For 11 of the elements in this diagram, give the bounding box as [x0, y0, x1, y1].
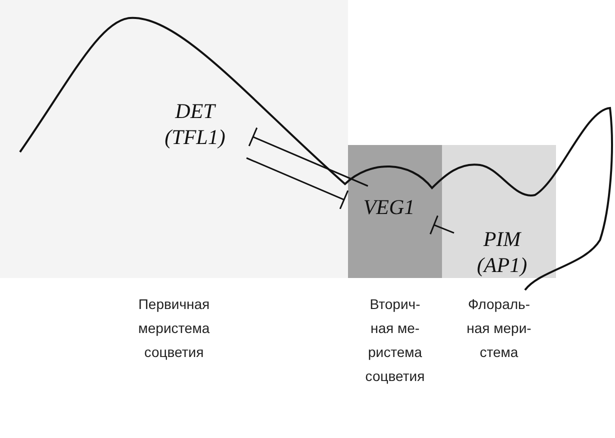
gene-label: DET — [175, 98, 215, 124]
inhibition-line — [246, 157, 349, 210]
gene-label: VEG1 — [363, 194, 415, 220]
zone-label: Вторич- ная ме- ристема соцветия — [364, 295, 426, 386]
gene-label: (AP1) — [476, 252, 528, 278]
gene-label: PIM — [483, 226, 521, 252]
zone-label: Флораль- ная мери- стема — [466, 295, 532, 362]
inhibition-line — [248, 126, 368, 187]
zone-label: Первичная меристема соцветия — [137, 295, 211, 362]
gene-label: (TFL1) — [164, 124, 226, 150]
inhibition-line — [430, 214, 454, 235]
